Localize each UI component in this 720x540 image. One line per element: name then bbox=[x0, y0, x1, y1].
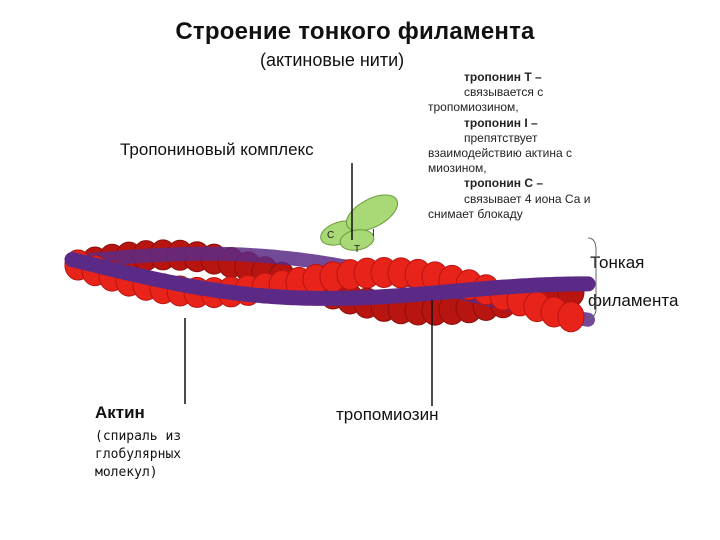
troponin-complex-label: Тропониновый комплекс bbox=[120, 140, 314, 159]
actin-monomer bbox=[557, 301, 585, 333]
troponin-note-line: связывается с bbox=[464, 85, 544, 100]
troponin-t-subunit bbox=[339, 229, 375, 251]
actin-note: (спираль из глобулярных молекул) bbox=[95, 428, 181, 482]
troponin-note-line: тропонин Т – bbox=[464, 70, 542, 84]
page-title: Строение тонкого филамента bbox=[175, 18, 535, 45]
troponin-i-letter: I bbox=[372, 228, 375, 239]
tropomyosin-strand-front bbox=[64, 252, 596, 306]
actin-note-line: глобулярных bbox=[95, 447, 182, 462]
troponin-note-line: миозином, bbox=[428, 161, 487, 176]
actin-note-line: молекул) bbox=[95, 465, 158, 480]
pointer-lines bbox=[184, 163, 433, 406]
troponin-note-line: тропомиозином, bbox=[428, 100, 519, 115]
troponin-note-line: связывает 4 иона Са и bbox=[464, 191, 591, 206]
troponin-c-letter: C bbox=[327, 230, 334, 241]
troponin-note-line: препятствует bbox=[464, 130, 538, 145]
thin-filament-label-line2: филамента bbox=[588, 291, 679, 310]
troponin-note-line: тропонин I – bbox=[464, 115, 538, 130]
thin-filament-label-line1: Тонкая bbox=[590, 253, 645, 272]
thin-filament-bracket bbox=[587, 237, 597, 319]
troponin-note-line: взаимодействию актина с bbox=[428, 146, 572, 161]
actin-note-line: (спираль из bbox=[95, 429, 182, 444]
troponin-note-line: снимает блокаду bbox=[428, 206, 523, 221]
page-subtitle: (актиновые нити) bbox=[260, 50, 405, 70]
troponin-note-line: тропонин С – bbox=[464, 176, 543, 191]
troponin-complex: C I T bbox=[320, 194, 399, 255]
troponin-i-subunit bbox=[345, 194, 399, 232]
actin-label: Актин bbox=[95, 403, 145, 422]
troponin-t-letter: T bbox=[354, 244, 360, 255]
tropomyosin-label: тропомиозин bbox=[336, 405, 439, 424]
